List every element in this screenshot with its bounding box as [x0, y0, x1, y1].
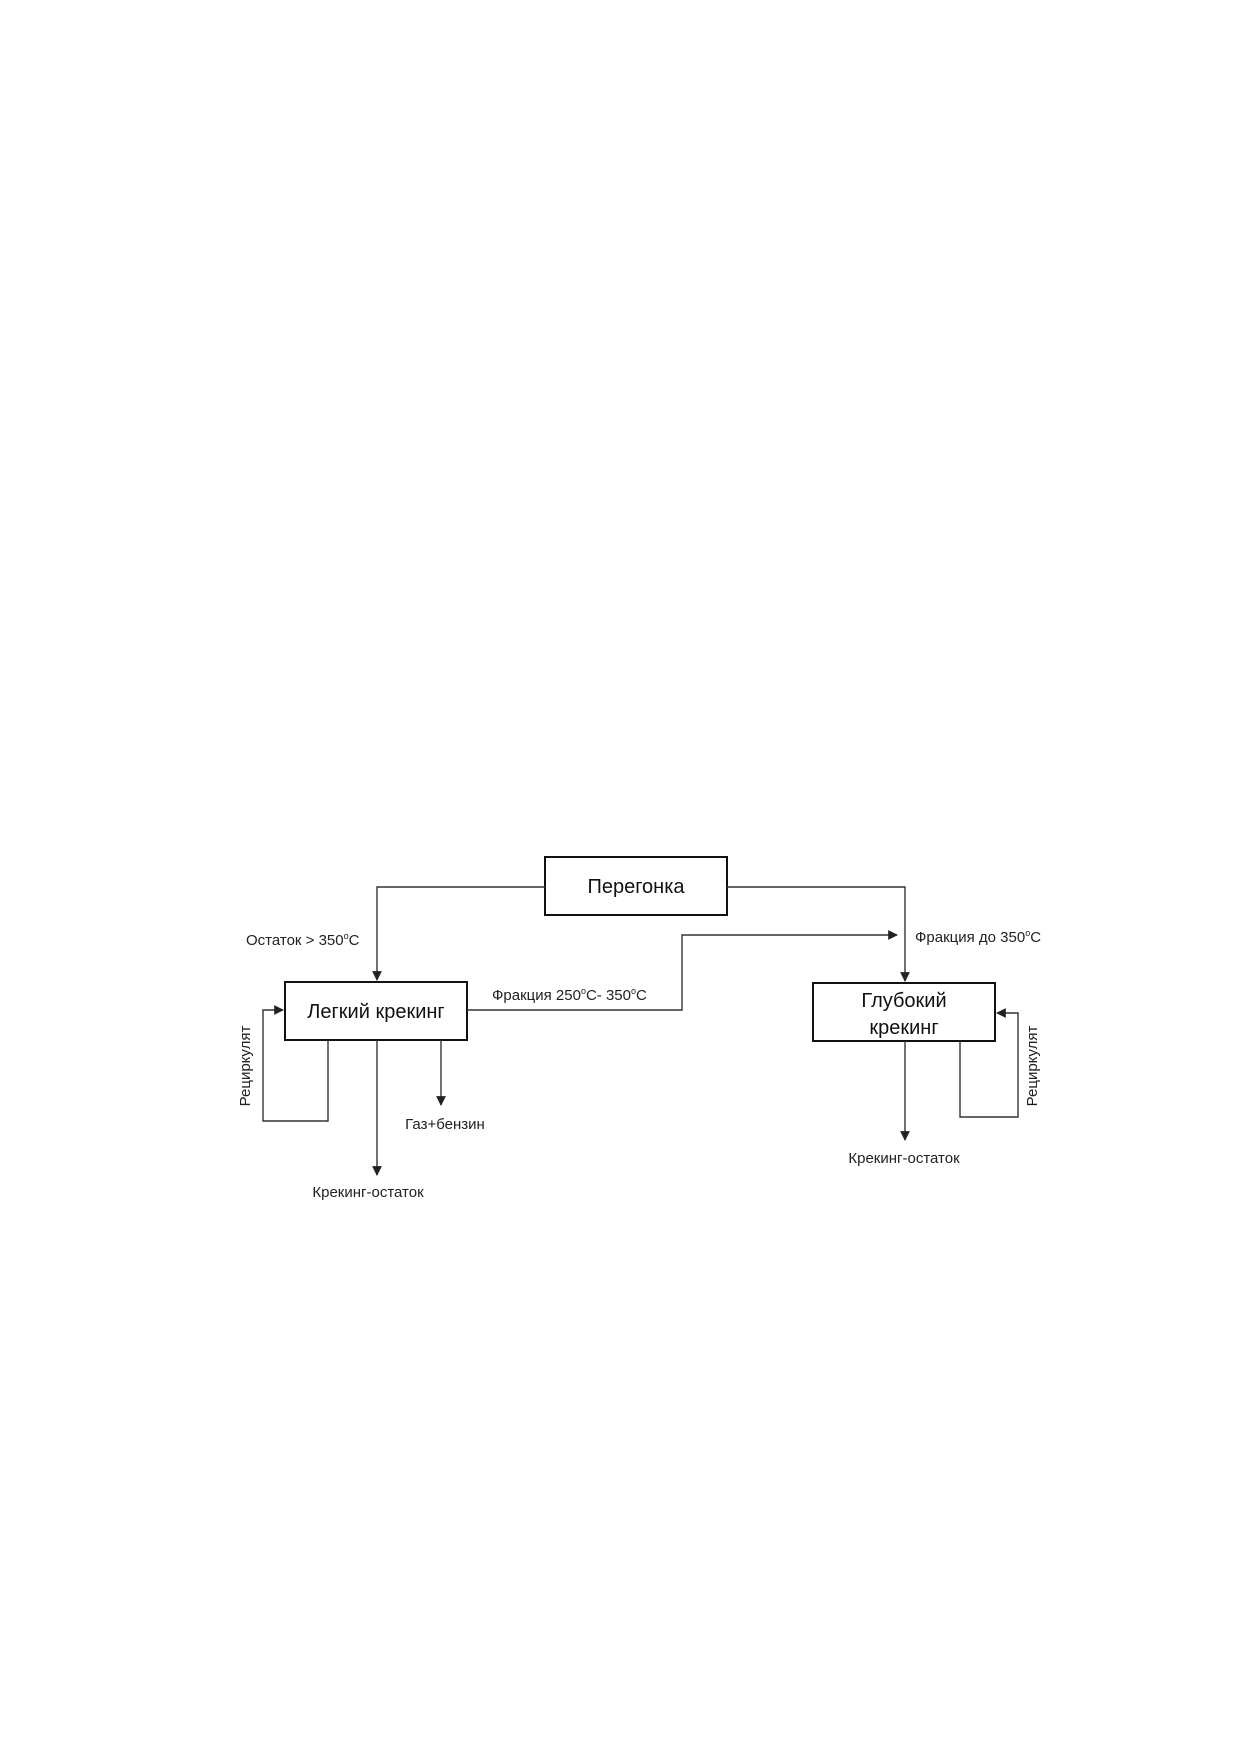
node-deep-cracking-label-line2: крекинг [869, 1017, 938, 1039]
label-cracking-residue-left: Крекинг-остаток [312, 1184, 424, 1201]
flow-recycle-left-loop [262, 1005, 329, 1122]
flow-fraction-to-350-arrow [727, 886, 910, 982]
label-residue: Остаток > 350oC [246, 931, 360, 949]
flow-residue-arrow [372, 886, 545, 981]
label-fraction-250-350: Фракция 250oC- 350oC [492, 986, 647, 1004]
node-deep-cracking: Глубокий крекинг [812, 982, 996, 1042]
node-light-cracking-label: Легкий крекинг [307, 1001, 444, 1023]
label-recycle-left: Рециркулят [237, 1026, 254, 1107]
node-deep-cracking-label-line1: Глубокий [861, 990, 946, 1012]
flow-fraction-250-350-arrow [467, 930, 898, 1011]
node-distillation: Перегонка [544, 856, 728, 916]
flow-recycle-right-loop [959, 1008, 1019, 1118]
label-gas-gasoline: Газ+бензин [405, 1116, 485, 1133]
node-distillation-label: Перегонка [587, 876, 685, 898]
label-fraction-to-350: Фракция до 350oC [915, 928, 1041, 946]
node-light-cracking: Легкий крекинг [284, 981, 468, 1041]
label-recycle-right: Рециркулят [1024, 1026, 1041, 1107]
label-cracking-residue-right: Крекинг-остаток [848, 1150, 960, 1167]
